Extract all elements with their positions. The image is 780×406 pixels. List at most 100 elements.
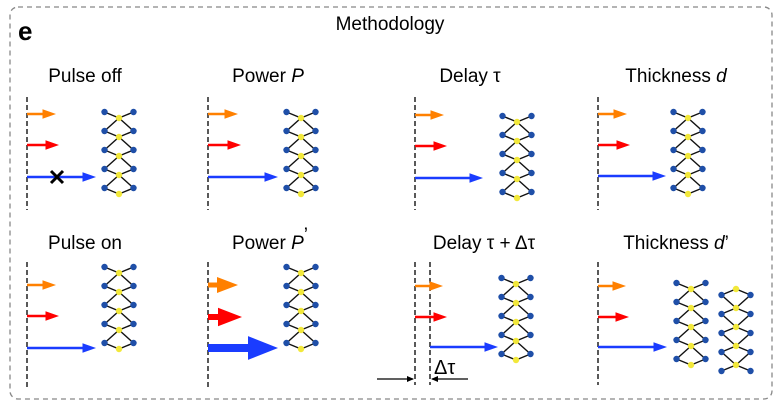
figure-title: Methodology xyxy=(336,14,445,35)
bond xyxy=(300,174,316,189)
atom-blue xyxy=(283,339,290,347)
atom-blue xyxy=(498,274,505,282)
atom-blue xyxy=(528,169,535,177)
atom-blue xyxy=(312,127,319,135)
delay-marker-arrow-left-head xyxy=(407,376,414,382)
atom-blue xyxy=(673,317,680,325)
atom-blue xyxy=(312,320,319,328)
atom-yellow xyxy=(512,318,520,326)
orange-pulse-arrow-head xyxy=(42,109,56,119)
blue-pulse-arrow-head xyxy=(484,342,498,352)
bond xyxy=(516,159,532,174)
atom-blue xyxy=(670,165,677,173)
bond xyxy=(676,307,692,322)
blue-pulse-arrow-head xyxy=(469,173,483,183)
atom-blue xyxy=(130,301,137,309)
bond xyxy=(735,351,751,366)
atom-yellow xyxy=(297,152,305,160)
bond xyxy=(104,272,120,287)
blue-pulse-arrow-head xyxy=(264,172,278,182)
bond xyxy=(502,159,518,174)
atom-blue xyxy=(499,112,506,120)
bond xyxy=(300,136,316,151)
atom-blue xyxy=(498,293,505,301)
bond xyxy=(721,294,737,309)
blue-pulse-arrow-head xyxy=(82,343,96,353)
bond xyxy=(676,326,692,341)
atom-yellow xyxy=(297,114,305,122)
red-pulse-arrow-head xyxy=(615,312,629,322)
atom-yellow xyxy=(297,171,305,179)
atom-blue xyxy=(528,131,535,139)
orange-pulse-arrow-head xyxy=(42,280,56,290)
bond xyxy=(721,332,737,347)
bond xyxy=(501,283,517,298)
atom-yellow xyxy=(684,190,692,198)
atom-blue xyxy=(312,165,319,173)
bond xyxy=(118,272,134,287)
title-power-p-prime: Power P’ xyxy=(232,225,308,254)
bond xyxy=(286,310,302,325)
bond xyxy=(515,321,531,336)
red-pulse-arrow-head xyxy=(433,312,447,322)
bond xyxy=(687,136,703,151)
atom-blue xyxy=(702,317,709,325)
orange-pulse-arrow-head xyxy=(612,281,626,291)
blue-pulse-arrow-head xyxy=(653,342,667,352)
atom-yellow xyxy=(115,114,123,122)
dashed-frame xyxy=(9,6,773,400)
atom-blue xyxy=(718,329,725,337)
bond xyxy=(690,307,706,322)
atom-yellow xyxy=(297,133,305,141)
atom-blue xyxy=(312,184,319,192)
bond xyxy=(501,321,517,336)
atom-yellow xyxy=(115,133,123,141)
atom-blue xyxy=(527,312,534,320)
bond xyxy=(104,155,120,170)
atom-blue xyxy=(747,291,754,299)
orange-pulse-arrow-head xyxy=(224,109,238,119)
atom-blue xyxy=(702,336,709,344)
title-delay-tau: Delay τ xyxy=(439,66,501,87)
orange-pulse-arrow-head xyxy=(613,109,627,119)
bond xyxy=(673,155,689,170)
bond xyxy=(673,174,689,189)
atom-blue xyxy=(673,298,680,306)
bond xyxy=(286,117,302,132)
atom-yellow xyxy=(115,190,123,198)
atom-blue xyxy=(702,355,709,363)
atom-blue xyxy=(130,146,137,154)
delta-tau-label: Δτ xyxy=(434,357,455,379)
bond xyxy=(286,155,302,170)
atom-yellow xyxy=(115,326,123,334)
orange-pulse-arrow-head xyxy=(429,281,443,291)
atom-blue xyxy=(499,131,506,139)
atom-blue xyxy=(499,188,506,196)
bond xyxy=(104,117,120,132)
atom-blue xyxy=(718,310,725,318)
atom-blue xyxy=(670,127,677,135)
atom-blue xyxy=(283,263,290,271)
bond xyxy=(687,155,703,170)
atom-blue xyxy=(670,146,677,154)
bond xyxy=(673,117,689,132)
atom-blue xyxy=(101,282,108,290)
atom-blue xyxy=(101,184,108,192)
atom-blue xyxy=(101,146,108,154)
atom-yellow xyxy=(297,307,305,315)
atom-blue xyxy=(670,108,677,116)
atom-yellow xyxy=(732,361,740,369)
atom-blue xyxy=(283,184,290,192)
atom-blue xyxy=(498,312,505,320)
atom-blue xyxy=(130,127,137,135)
atom-yellow xyxy=(115,307,123,315)
atom-yellow xyxy=(687,323,695,331)
atom-yellow xyxy=(513,156,521,164)
atom-blue xyxy=(283,301,290,309)
red-pulse-arrow-head xyxy=(227,140,241,150)
bond xyxy=(104,136,120,151)
atom-blue xyxy=(130,184,137,192)
atom-yellow xyxy=(684,171,692,179)
atom-blue xyxy=(498,350,505,358)
bond xyxy=(502,178,518,193)
